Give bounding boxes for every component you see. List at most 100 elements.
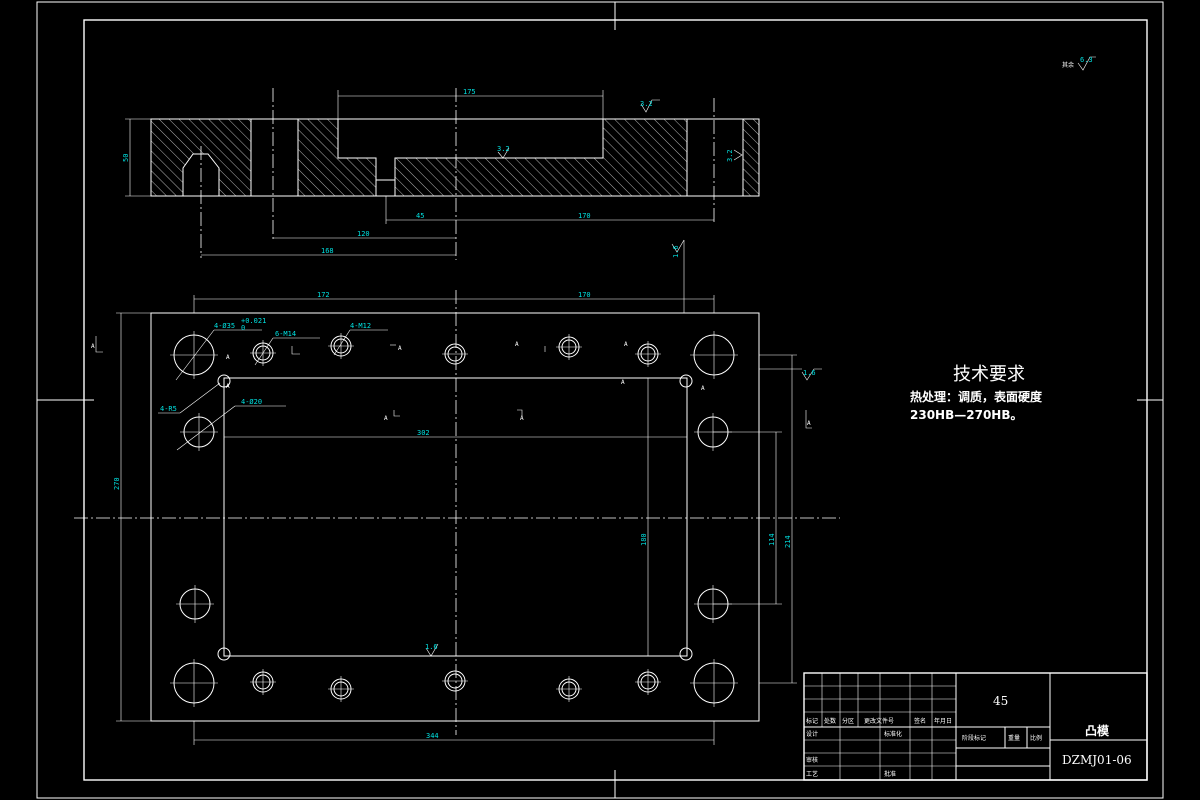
dim-170-top: 170 bbox=[578, 212, 591, 220]
section-arrow bbox=[805, 410, 812, 429]
roughness-other-value: 6.3 bbox=[1080, 56, 1093, 64]
callout-hole-20: 4-Ø20 bbox=[241, 398, 262, 406]
tech-req-line-2: 230HB—270HB。 bbox=[910, 408, 1022, 422]
cavity-corner-relief bbox=[679, 374, 693, 388]
roughness-16-right: 1.6 bbox=[803, 369, 816, 377]
dim-175: 175 bbox=[463, 88, 476, 96]
hole-threaded bbox=[442, 670, 468, 692]
dim-114: 114 bbox=[768, 533, 776, 546]
tb-label-review: 审核 bbox=[806, 756, 818, 764]
roughness-mark bbox=[497, 147, 510, 159]
roughness-mark bbox=[640, 99, 660, 113]
section-arrow bbox=[95, 336, 103, 353]
roughness-16-top: 1.6 bbox=[672, 245, 680, 258]
roughness-mark bbox=[801, 368, 822, 381]
leader bbox=[254, 337, 274, 366]
tb-label-stage: 阶段标记 bbox=[962, 734, 986, 742]
section-mark-a: A bbox=[701, 385, 705, 392]
section-mark-a: A bbox=[520, 415, 524, 422]
section-mark-a: A bbox=[515, 341, 519, 348]
cavity-corner-relief bbox=[679, 647, 693, 661]
section-mark-a: A bbox=[226, 354, 230, 361]
section-hatch-far-right bbox=[743, 119, 759, 196]
hole-threaded bbox=[328, 333, 354, 359]
roughness-other-symbol bbox=[1077, 56, 1096, 71]
tech-req-title: 技术要求 bbox=[953, 364, 1025, 385]
hole-threaded bbox=[556, 334, 582, 360]
leader bbox=[175, 329, 215, 381]
tb-material: 45 bbox=[993, 694, 1008, 708]
dim-302: 302 bbox=[417, 429, 430, 437]
hole-threaded bbox=[328, 676, 354, 702]
hole-large bbox=[690, 331, 738, 379]
tb-label-scale: 比例 bbox=[1030, 734, 1042, 742]
roughness-mark bbox=[733, 149, 743, 161]
title-block: 标记 处数 分区 更改文件号 签名 年月日 设计 标准化 审核 工艺 批准 阶段… bbox=[803, 672, 1148, 781]
tb-label-change-doc: 更改文件号 bbox=[864, 717, 894, 725]
tb-label-process: 工艺 bbox=[806, 770, 818, 778]
hole-threaded bbox=[442, 343, 468, 365]
roughness-32-side: 3.2 bbox=[726, 149, 734, 162]
hole-large bbox=[170, 659, 218, 707]
dim-120: 120 bbox=[357, 230, 370, 238]
tb-drawing-no: DZMJ01-06 bbox=[1062, 753, 1132, 767]
plan-outline bbox=[150, 312, 760, 722]
tb-label-sign: 签名 bbox=[914, 717, 926, 725]
dim-170-plan: 170 bbox=[578, 291, 591, 299]
callout-r5: 4-R5 bbox=[160, 405, 177, 413]
cavity-corner-relief bbox=[217, 374, 231, 388]
hole-medium bbox=[176, 585, 214, 623]
roughness-32-top: 3.2 bbox=[640, 100, 653, 108]
section-hatch-middle-bottom bbox=[338, 158, 376, 196]
hole-threaded bbox=[635, 341, 661, 367]
tb-part-name: 凸模 bbox=[1085, 723, 1110, 738]
dim-50: 50 bbox=[122, 154, 130, 162]
hole-medium bbox=[180, 413, 218, 451]
hole-threaded bbox=[635, 669, 661, 695]
hole-threaded bbox=[250, 669, 276, 695]
roughness-32-cavity: 3.2 bbox=[497, 145, 510, 153]
roughness-16-bottom: 1.6 bbox=[425, 643, 438, 651]
section-hatch-middle-left bbox=[298, 119, 338, 196]
section-arrow bbox=[291, 346, 300, 355]
tb-label-approve: 批准 bbox=[884, 770, 896, 778]
dim-45: 45 bbox=[416, 212, 424, 220]
leader bbox=[179, 382, 221, 414]
section-hatch-right bbox=[603, 119, 687, 196]
leader bbox=[333, 329, 351, 356]
dim-344: 344 bbox=[426, 732, 439, 740]
dim-172: 172 bbox=[317, 291, 330, 299]
tb-label-standardize: 标准化 bbox=[884, 730, 902, 738]
callout-hole-m12: 4-M12 bbox=[350, 322, 371, 330]
tb-label-design: 设计 bbox=[806, 730, 818, 738]
callout-hole-35-tol-up: +0.021 bbox=[241, 317, 266, 325]
tech-req-line-1: 热处理：调质，表面硬度 bbox=[910, 389, 1043, 404]
plan-view: 172 170 270 344 302 180 114 214 4-Ø35 +0… bbox=[74, 239, 840, 745]
section-outline bbox=[150, 118, 760, 197]
section-mark-a: A bbox=[384, 415, 388, 422]
section-mark-a: A bbox=[621, 379, 625, 386]
callout-hole-m14: 6-M14 bbox=[275, 330, 296, 338]
section-mark-a: A bbox=[226, 383, 230, 390]
hole-threaded bbox=[556, 676, 582, 702]
dim-180: 180 bbox=[640, 533, 648, 546]
section-arrow bbox=[393, 410, 400, 417]
section-view: 175 50 45 170 120 168 3.2 3.2 3.2 bbox=[122, 88, 760, 260]
leader bbox=[176, 405, 236, 451]
plan-cavity bbox=[223, 377, 688, 657]
dim-168: 168 bbox=[321, 247, 334, 255]
section-mark-a: A bbox=[807, 420, 811, 427]
tb-label-zone: 分区 bbox=[842, 717, 854, 725]
dim-270: 270 bbox=[113, 477, 121, 490]
dim-214: 214 bbox=[784, 535, 792, 548]
cavity-corner-relief bbox=[217, 647, 231, 661]
section-mark-a: A bbox=[398, 345, 402, 352]
section-arrow bbox=[517, 409, 523, 416]
section-mark-a: A bbox=[91, 343, 95, 350]
callout-hole-35-tol-lo: 0 bbox=[241, 324, 245, 332]
callout-hole-35: 4-Ø35 bbox=[214, 322, 235, 330]
roughness-mark bbox=[671, 239, 685, 253]
section-mark-a: A bbox=[624, 341, 628, 348]
roughness-other-label: 其余 bbox=[1062, 61, 1074, 69]
